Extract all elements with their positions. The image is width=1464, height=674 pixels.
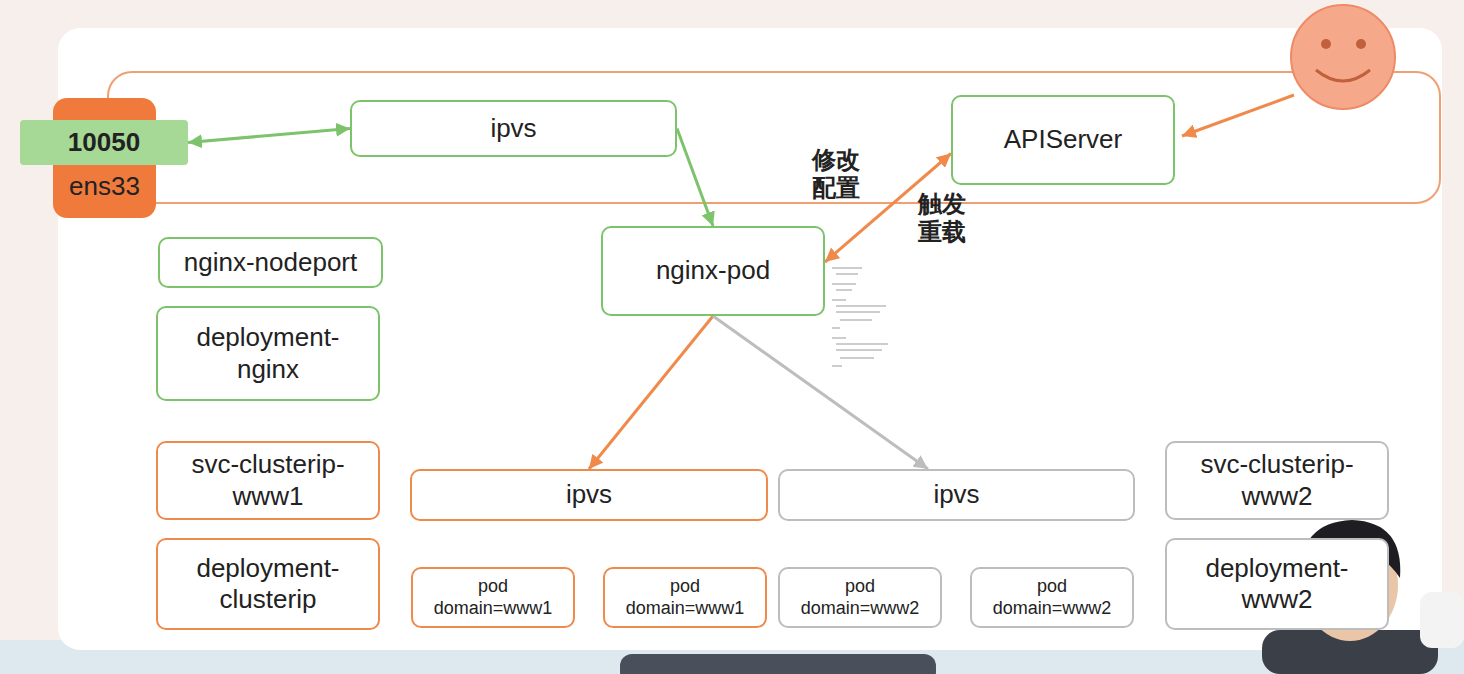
ipvs-box: ipvs bbox=[778, 469, 1135, 521]
node-text: domain=www1 bbox=[613, 598, 757, 620]
face-smile bbox=[1316, 70, 1370, 81]
config-snippet bbox=[832, 268, 888, 366]
connector bbox=[188, 129, 350, 143]
node-text: ens33 bbox=[61, 171, 148, 202]
user-arrow bbox=[1182, 95, 1294, 136]
deployment-box: deployment-nginx bbox=[156, 306, 380, 401]
service-box: nginx-nodeport bbox=[158, 237, 383, 288]
node-text: pod bbox=[421, 576, 565, 598]
node-text: nginx-nodeport bbox=[168, 247, 373, 278]
node-text: pod bbox=[980, 576, 1124, 598]
pod-box: poddomain=www2 bbox=[778, 567, 942, 628]
face-eye bbox=[1356, 39, 1366, 49]
node-text: nginx-pod bbox=[611, 255, 815, 286]
pod-box: poddomain=www1 bbox=[603, 567, 767, 628]
connector bbox=[677, 129, 713, 227]
ipvs-box: ipvs bbox=[350, 100, 677, 157]
node-text: 10050 bbox=[28, 127, 180, 158]
node-text: deployment-www2 bbox=[1175, 553, 1379, 615]
node-text: deployment-clusterip bbox=[166, 553, 370, 615]
host-band bbox=[108, 72, 1440, 203]
node-text: domain=www2 bbox=[788, 598, 932, 620]
node-text: domain=www1 bbox=[421, 598, 565, 620]
node-text: svc-clusterip-www1 bbox=[166, 449, 370, 511]
apiserver-box: APIServer bbox=[951, 95, 1175, 185]
node-text: ipvs bbox=[788, 479, 1125, 510]
node-text: domain=www2 bbox=[980, 598, 1124, 620]
node-text: APIServer bbox=[961, 124, 1165, 155]
node-text: deployment-nginx bbox=[166, 322, 370, 384]
connector bbox=[589, 316, 713, 469]
pod-box: poddomain=www1 bbox=[411, 567, 575, 628]
service-box: svc-clusterip-www1 bbox=[156, 441, 380, 520]
node-text: ipvs bbox=[420, 479, 758, 510]
service-box: svc-clusterip-www2 bbox=[1165, 441, 1389, 520]
deployment-box: deployment-clusterip bbox=[156, 538, 380, 630]
pod-box: nginx-pod bbox=[601, 226, 825, 316]
subtitle-bar bbox=[620, 654, 936, 674]
edge-note: 修改配置 bbox=[812, 146, 862, 201]
pod-box: poddomain=www2 bbox=[970, 567, 1134, 628]
port-tag: 10050 bbox=[20, 120, 188, 165]
connector bbox=[713, 316, 928, 469]
node-text: pod bbox=[788, 576, 932, 598]
node-text: pod bbox=[613, 576, 757, 598]
node-text: svc-clusterip-www2 bbox=[1175, 449, 1379, 511]
slide-panel bbox=[58, 28, 1442, 650]
node-text: ipvs bbox=[360, 113, 667, 144]
edge-note: 触发重载 bbox=[918, 190, 968, 245]
user-face bbox=[1291, 5, 1395, 109]
face-eye bbox=[1321, 39, 1331, 49]
ipvs-box: ipvs bbox=[410, 469, 768, 521]
deployment-box: deployment-www2 bbox=[1165, 538, 1389, 630]
